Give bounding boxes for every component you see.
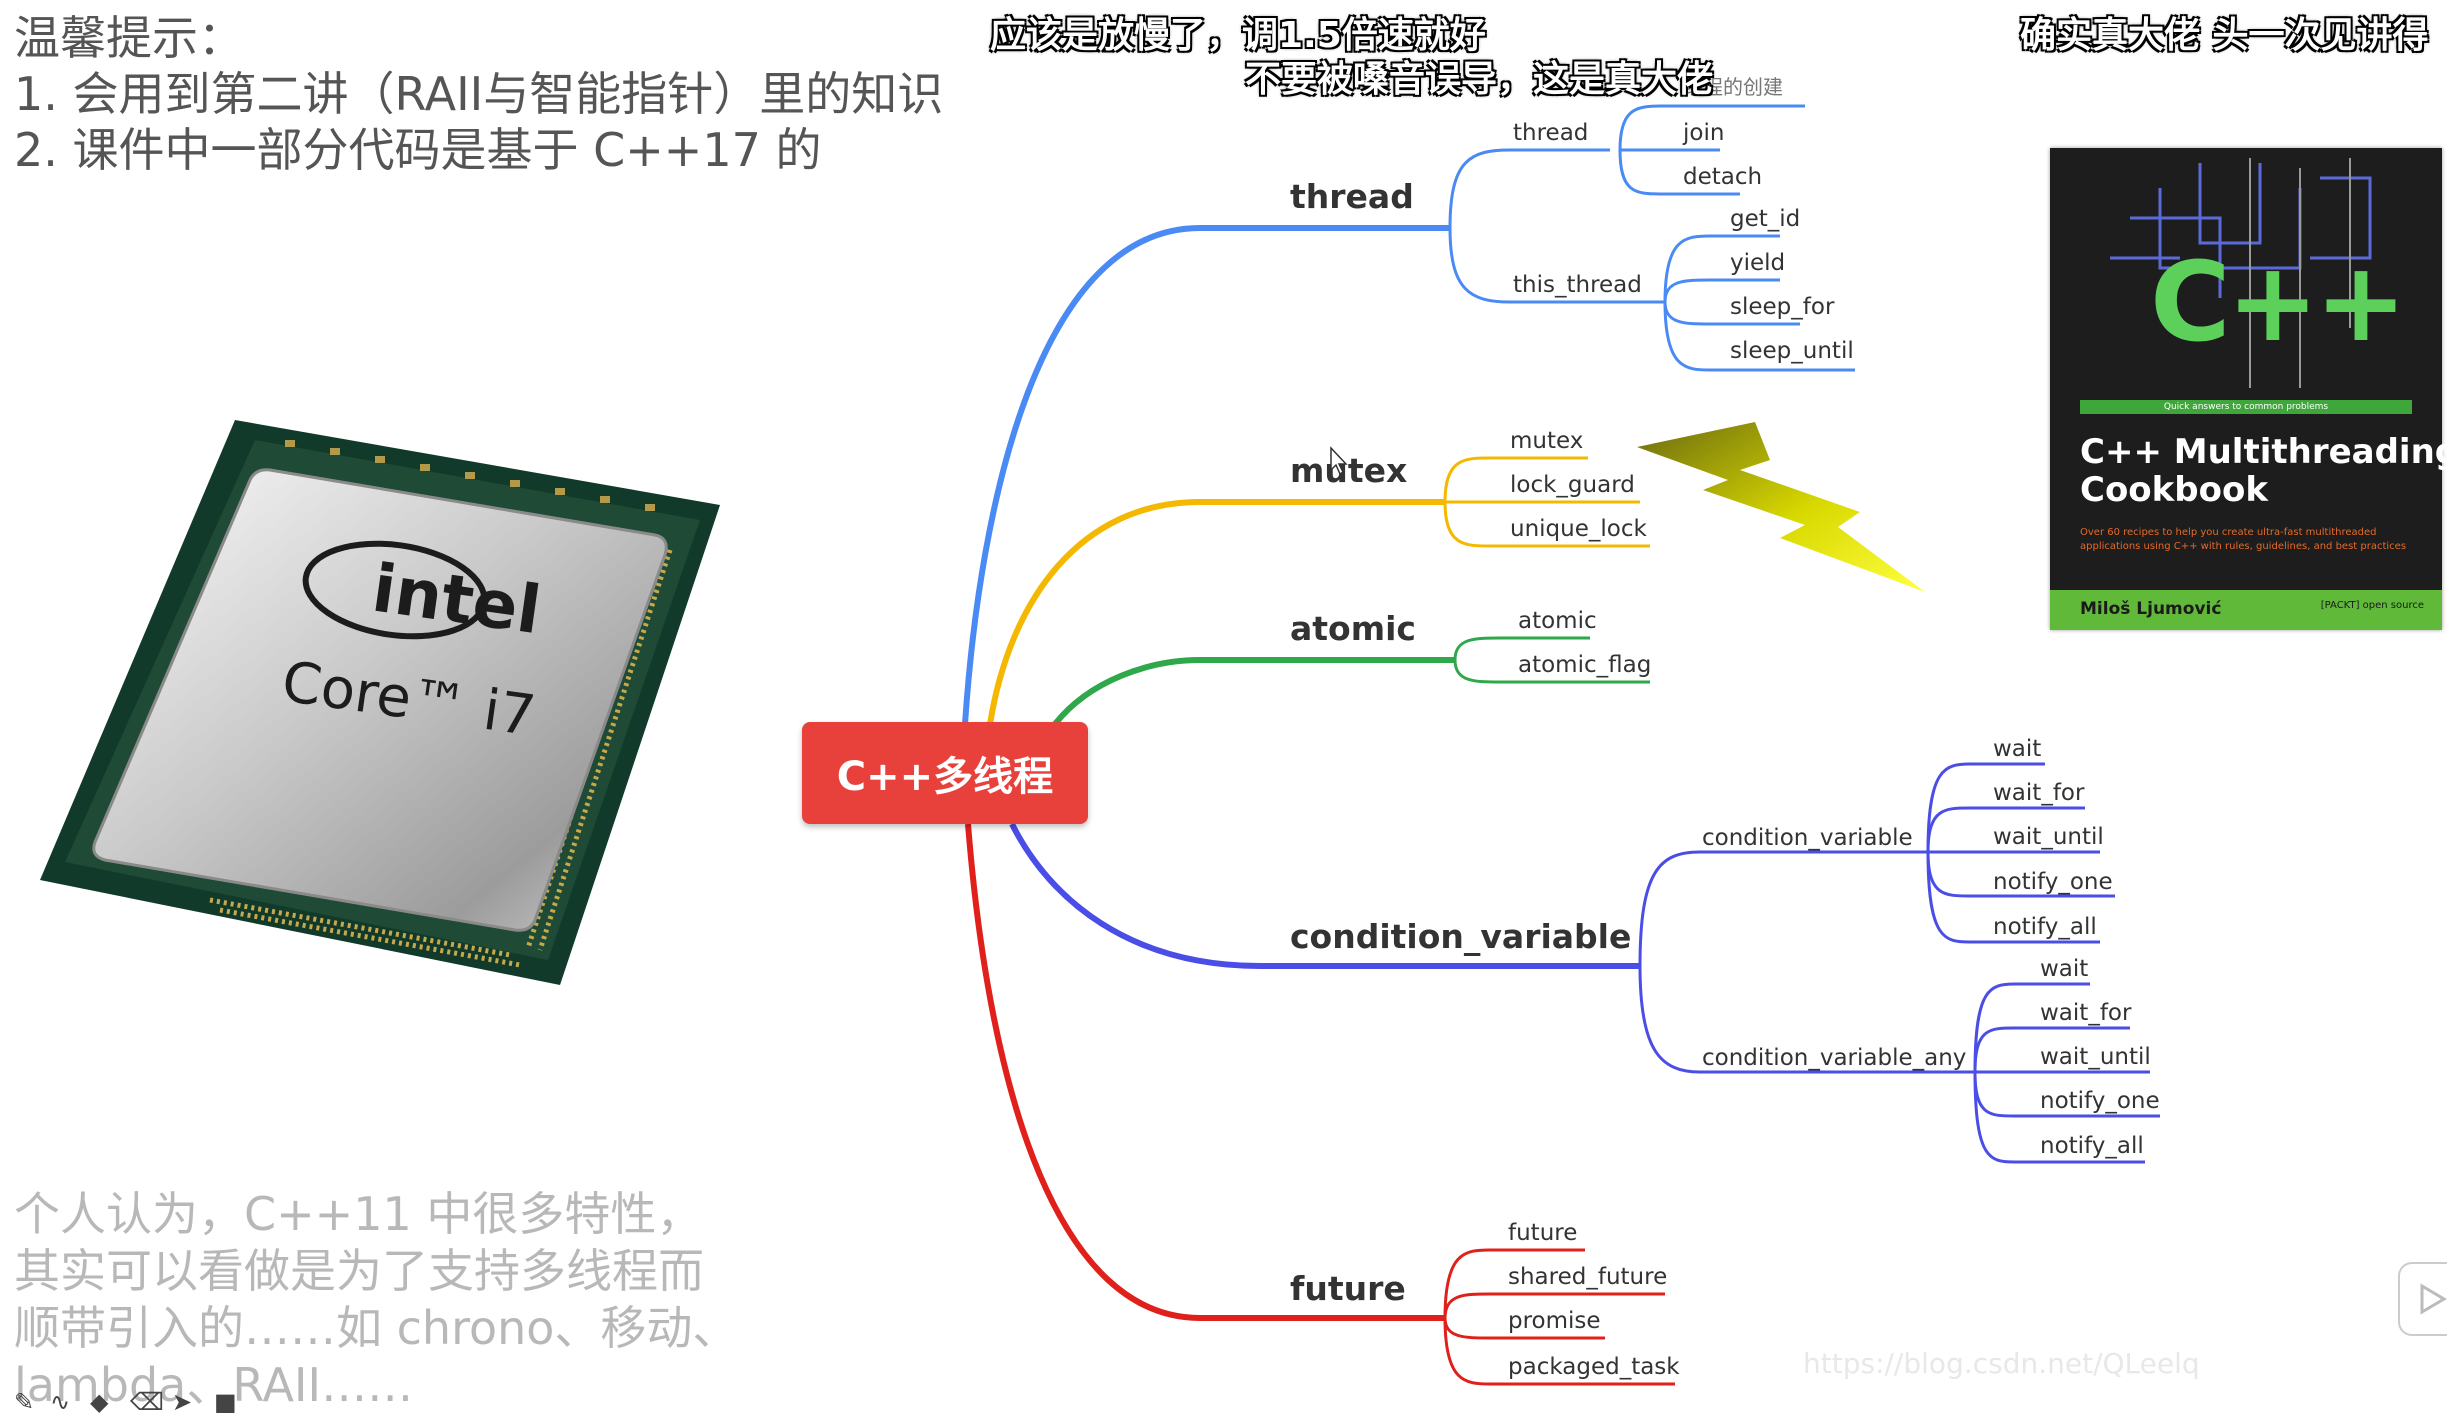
leaf-cv-wait-for: wait_for	[1993, 780, 2085, 806]
leaf-detach: detach	[1683, 164, 1762, 190]
leaf-atomic: atomic	[1518, 608, 1597, 634]
leaf-cv-wait-until: wait_until	[1993, 824, 2104, 850]
leaf-unique-lock: unique_lock	[1510, 516, 1647, 542]
leaf-cva-wait: wait	[2040, 956, 2088, 982]
note-line-2: 其实可以看做是为了支持多线程而	[14, 1244, 704, 1298]
leaf-sleep-for: sleep_for	[1730, 294, 1835, 320]
leaf-yield: yield	[1730, 250, 1785, 276]
book-footer: Miloš Ljumović [PACKT] open source	[2050, 590, 2442, 630]
center-node-label: C++多线程	[836, 754, 1054, 800]
branch-atomic: atomic	[1290, 609, 1416, 648]
freehand-tool-icon[interactable]: ∿	[50, 1388, 71, 1416]
danmaku-2: 不要被嗓音误导，这是真大佬	[1245, 59, 1714, 100]
leaf-thread-create: 线程的创建	[1683, 75, 1783, 99]
leaf-atomic-flag: atomic_flag	[1518, 652, 1651, 678]
book-title-line-2: Cookbook	[2080, 470, 2268, 510]
sub-thread: thread	[1513, 120, 1588, 146]
leaf-promise: promise	[1508, 1308, 1601, 1334]
note-line-1: 个人认为，C++11 中很多特性，	[14, 1187, 703, 1241]
camera-tool-icon[interactable]: ■	[214, 1388, 237, 1416]
leaf-cva-wait-until: wait_until	[2040, 1044, 2151, 1070]
pen-tool-icon[interactable]: ✎	[14, 1388, 35, 1416]
pointer-tool-icon[interactable]: ➤	[172, 1388, 193, 1416]
branch-line-mutex	[987, 499, 1445, 725]
play-button[interactable]	[2398, 1262, 2447, 1336]
leaf-cva-notify-one: notify_one	[2040, 1088, 2160, 1114]
book-cpp-logo: C++	[2150, 238, 2407, 366]
mouse-cursor-icon	[1330, 446, 1348, 476]
danmaku-3: 确实真大佬 头一次见讲得	[2020, 15, 2429, 56]
cpu-image: intel Core™ i7	[40, 420, 720, 985]
tip-heading: 温馨提示：	[14, 11, 244, 65]
note-line-3: 顺带引入的……如 chrono、移动、	[14, 1301, 739, 1355]
book-publisher: [PACKT] open source	[2320, 600, 2424, 611]
leaf-lock-guard: lock_guard	[1510, 472, 1635, 498]
branch-line-atomic	[1052, 657, 1455, 726]
book-author: Miloš Ljumović	[2080, 599, 2222, 619]
leaf-sleep-until: sleep_until	[1730, 338, 1854, 364]
branch-condition-variable: condition_variable	[1290, 917, 1631, 956]
branch-thread: thread	[1290, 177, 1414, 216]
leaf-cva-notify-all: notify_all	[2040, 1133, 2144, 1159]
branch-line-future	[965, 823, 1445, 1321]
branch-mutex: mutex	[1290, 451, 1407, 490]
sub-condition-variable: condition_variable	[1702, 825, 1913, 851]
leaf-cva-wait-for: wait_for	[2040, 1000, 2132, 1026]
leaf-get-id: get_id	[1730, 206, 1800, 232]
leaf-packaged-task: packaged_task	[1508, 1354, 1680, 1380]
highlighter-tool-icon[interactable]: ◆	[90, 1388, 109, 1416]
book-subtitle: Over 60 recipes to help you create ultra…	[2080, 527, 2407, 552]
note-line-4: lambda、RAII……	[14, 1358, 414, 1412]
branch-future: future	[1290, 1269, 1406, 1308]
leaf-join: join	[1682, 120, 1724, 146]
leaf-mutex: mutex	[1510, 428, 1583, 454]
lightning-icon	[1637, 422, 1925, 592]
branch-line-thread	[962, 225, 1450, 725]
book-title-line-1: C++ Multithreading	[2080, 432, 2447, 472]
tip-line-2: 2. 课件中一部分代码是基于 C++17 的	[14, 123, 822, 177]
tip-line-1: 1. 会用到第二讲（RAII与智能指针）里的知识	[14, 67, 944, 121]
eraser-tool-icon[interactable]: ⌫	[130, 1388, 164, 1416]
leaf-future: future	[1508, 1220, 1577, 1246]
leaf-cv-notify-one: notify_one	[1993, 869, 2113, 895]
leaf-cv-wait: wait	[1993, 736, 2041, 762]
book-title: C++ Multithreading Cookbook	[2080, 433, 2447, 509]
book-tagline: Quick answers to common problems	[2080, 400, 2412, 414]
sub-condition-variable-any: condition_variable_any	[1702, 1045, 1966, 1071]
branch-line-condition-variable	[1009, 822, 1640, 969]
sub-this-thread: this_thread	[1513, 272, 1642, 298]
leaf-cv-notify-all: notify_all	[1993, 914, 2097, 940]
leaf-shared-future: shared_future	[1508, 1264, 1667, 1290]
danmaku-1: 应该是放慢了，调1.5倍速就好	[990, 15, 1486, 56]
play-icon	[2420, 1283, 2447, 1315]
watermark: https://blog.csdn.net/QLeelq	[1803, 1347, 2200, 1380]
book-art	[2110, 158, 2372, 388]
book-cover: C++ Quick answers to common problems C++…	[2050, 148, 2447, 630]
mindmap-center-node: C++多线程	[802, 722, 1088, 824]
